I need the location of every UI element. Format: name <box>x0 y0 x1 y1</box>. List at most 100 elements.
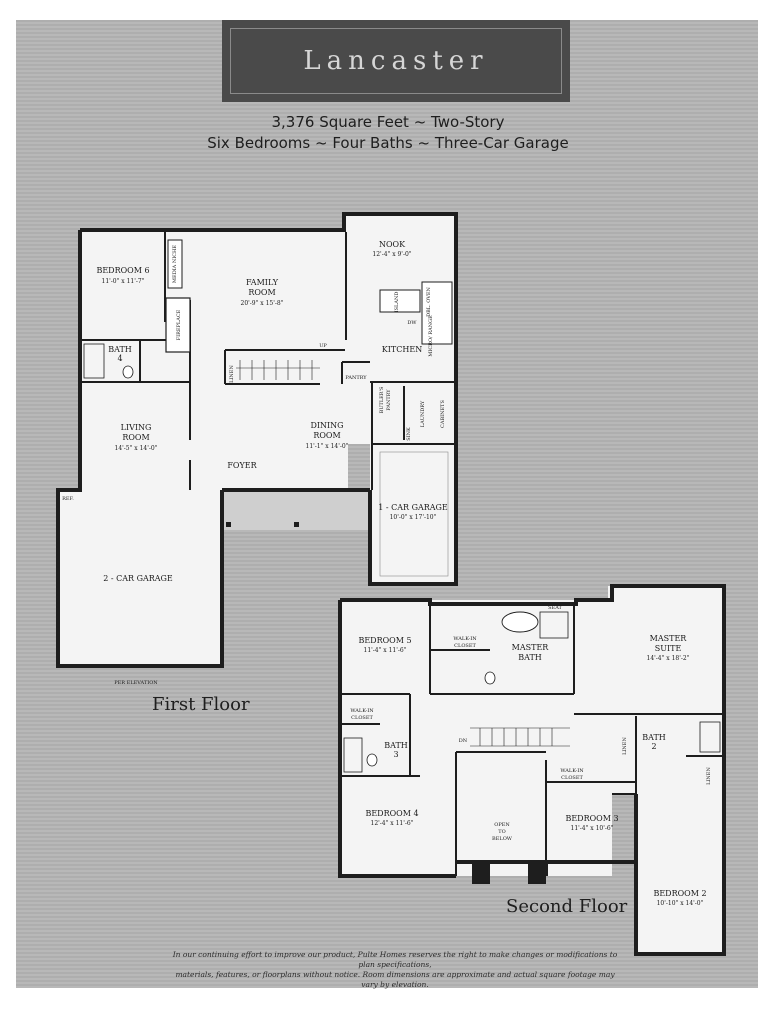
bath2-label-2: 2 <box>651 742 656 751</box>
disclaimer-line-2: materials, features, or floorplans witho… <box>175 970 615 989</box>
ff-bath-toilet <box>122 365 134 379</box>
bath3-label-1: BATH <box>384 741 408 750</box>
ff-outer-wall-left <box>56 230 224 668</box>
media-niche-label: MEDIA NICHE <box>172 245 178 283</box>
bedroom3-dim: 11'-4" x 10'-6" <box>571 825 614 832</box>
living-room-label-2: ROOM <box>122 433 149 442</box>
linen-a-label: LINEN <box>622 737 628 755</box>
foyer-label: FOYER <box>227 461 257 470</box>
walkin-b3-label-2: CLOSET <box>561 775 583 781</box>
media-niche-block <box>167 239 183 289</box>
cabinets-label: CABINETS <box>440 399 446 427</box>
master-tub <box>501 611 539 633</box>
fireplace-label: FIREPLACE <box>176 309 182 340</box>
bedroom6-label: BEDROOM 6 <box>96 266 149 275</box>
walkin-b3-label-1: WALK-IN <box>560 768 584 774</box>
disclaimer-line-1: In our continuing effort to improve our … <box>172 950 618 969</box>
disclaimer: In our continuing effort to improve our … <box>170 950 620 990</box>
walkin-b5-label-1: WALK-IN <box>350 708 374 714</box>
nook-label: NOOK <box>379 240 406 249</box>
kitchen-counter <box>421 281 453 345</box>
bedroom2-dim: 10'-10" x 14'-0" <box>657 900 704 907</box>
ff-bath-shower <box>83 343 105 379</box>
butlers-pantry-label-2: PANTRY <box>386 389 392 411</box>
ff-stairs <box>236 360 320 380</box>
bedroom5-dim: 11'-4" x 11'-6" <box>364 647 407 654</box>
butlers-pantry-label-1: BUTLER'S <box>379 386 385 413</box>
porch-post-left <box>226 522 231 527</box>
bedroom5-label: BEDROOM 5 <box>358 636 411 645</box>
open-below-label-1: OPEN <box>494 822 510 828</box>
dining-room-label-1: DINING <box>310 421 343 430</box>
bath4-label-1: BATH <box>108 345 132 354</box>
stair-down-label: DN <box>459 738 468 744</box>
master-suite-label-2: SUITE <box>655 644 682 653</box>
sf-master-fill <box>608 586 724 716</box>
micro-range-label: MICRO/ RANGE <box>428 315 434 357</box>
ff-outer-wall-right <box>80 212 458 586</box>
elevation-label: PER ELEVATION <box>114 680 158 686</box>
master-toilet <box>484 671 496 685</box>
bath4-label-2: 4 <box>117 354 122 363</box>
dw-label: DW <box>407 320 417 326</box>
sink-label: SINK <box>406 427 412 441</box>
bath2-label-1: BATH <box>642 733 666 742</box>
ff-linen-label: LINEN <box>229 365 235 383</box>
master-bath-label-1: MASTER <box>512 643 550 652</box>
sf-post-left <box>472 862 490 884</box>
bedroom2-label: BEDROOM 2 <box>653 889 706 898</box>
ref-label: REF. <box>62 496 74 502</box>
master-shower <box>539 611 569 639</box>
bedroom4-label: BEDROOM 4 <box>365 809 418 818</box>
title-banner-border <box>230 28 562 94</box>
bath3-label-2: 3 <box>393 750 398 759</box>
linen-b-label: LINEN <box>706 767 712 785</box>
bedroom6-dim: 11'-0" x 11'-7" <box>102 278 145 285</box>
title-banner: Lancaster <box>222 20 570 102</box>
island-label: ISLAND <box>394 292 400 313</box>
garage1-outline <box>379 451 449 577</box>
seat-label: SEAT <box>548 605 562 611</box>
ff-main-fill <box>80 230 348 492</box>
family-room-dim: 20'-9" x 15'-8" <box>241 300 284 307</box>
living-room-dim: 14'-5" x 14'-0" <box>115 445 158 452</box>
subtitle-rooms: Six Bedrooms ~ Four Baths ~ Three-Car Ga… <box>207 134 569 152</box>
garage1-label: 1 - CAR GARAGE <box>378 503 448 512</box>
porch-post-right <box>294 522 299 527</box>
first-floor-plan: BEDROOM 6 11'-0" x 11'-7" MEDIA NICHE FI… <box>56 212 458 686</box>
ff-garage2-fill <box>58 490 222 666</box>
master-suite-dim: 14'-4" x 18'-2" <box>647 655 690 662</box>
garage1-dim: 10'-0" x 17'-10" <box>390 514 437 521</box>
bath3-tub <box>343 737 363 773</box>
garage2-label: 2 - CAR GARAGE <box>103 574 173 583</box>
nook-dim: 12'-4" x 9'-0" <box>372 251 411 258</box>
master-bath-label-2: BATH <box>518 653 542 662</box>
fireplace-block <box>165 297 191 353</box>
walkin-master-label-1: WALK-IN <box>453 636 477 642</box>
second-floor-plan: BEDROOM 5 11'-4" x 11'-6" WALK-IN CLOSET… <box>338 584 726 956</box>
bedroom4-dim: 12'-4" x 11'-6" <box>371 820 414 827</box>
subtitle-square-feet: 3,376 Square Feet ~ Two-Story <box>271 113 505 131</box>
sf-bath2-fill <box>612 714 638 794</box>
second-floor-label: Second Floor <box>506 896 628 917</box>
sf-outer-wall-left <box>338 600 456 878</box>
first-floor-label: First Floor <box>152 694 250 715</box>
laundry-label: LAUNDRY <box>420 400 426 427</box>
family-room-label-1: FAMILY <box>246 278 279 287</box>
sf-post-right <box>528 862 546 884</box>
living-room-label-1: LIVING <box>121 423 152 432</box>
bath2-tub <box>699 721 721 753</box>
ff-garage1-fill <box>370 440 456 584</box>
dining-room-label-2: ROOM <box>313 431 340 440</box>
open-below-label-3: BELOW <box>492 836 513 842</box>
family-room-label-2: ROOM <box>248 288 275 297</box>
pantry-label: PANTRY <box>345 375 367 381</box>
open-below-label-2: TO <box>498 829 505 835</box>
sf-bedroom2-fill <box>636 714 724 954</box>
bedroom3-label: BEDROOM 3 <box>565 814 618 823</box>
kitchen-label: KITCHEN <box>382 345 422 354</box>
sf-outer-wall-right <box>340 584 726 956</box>
stair-up-label: UP <box>319 343 327 349</box>
